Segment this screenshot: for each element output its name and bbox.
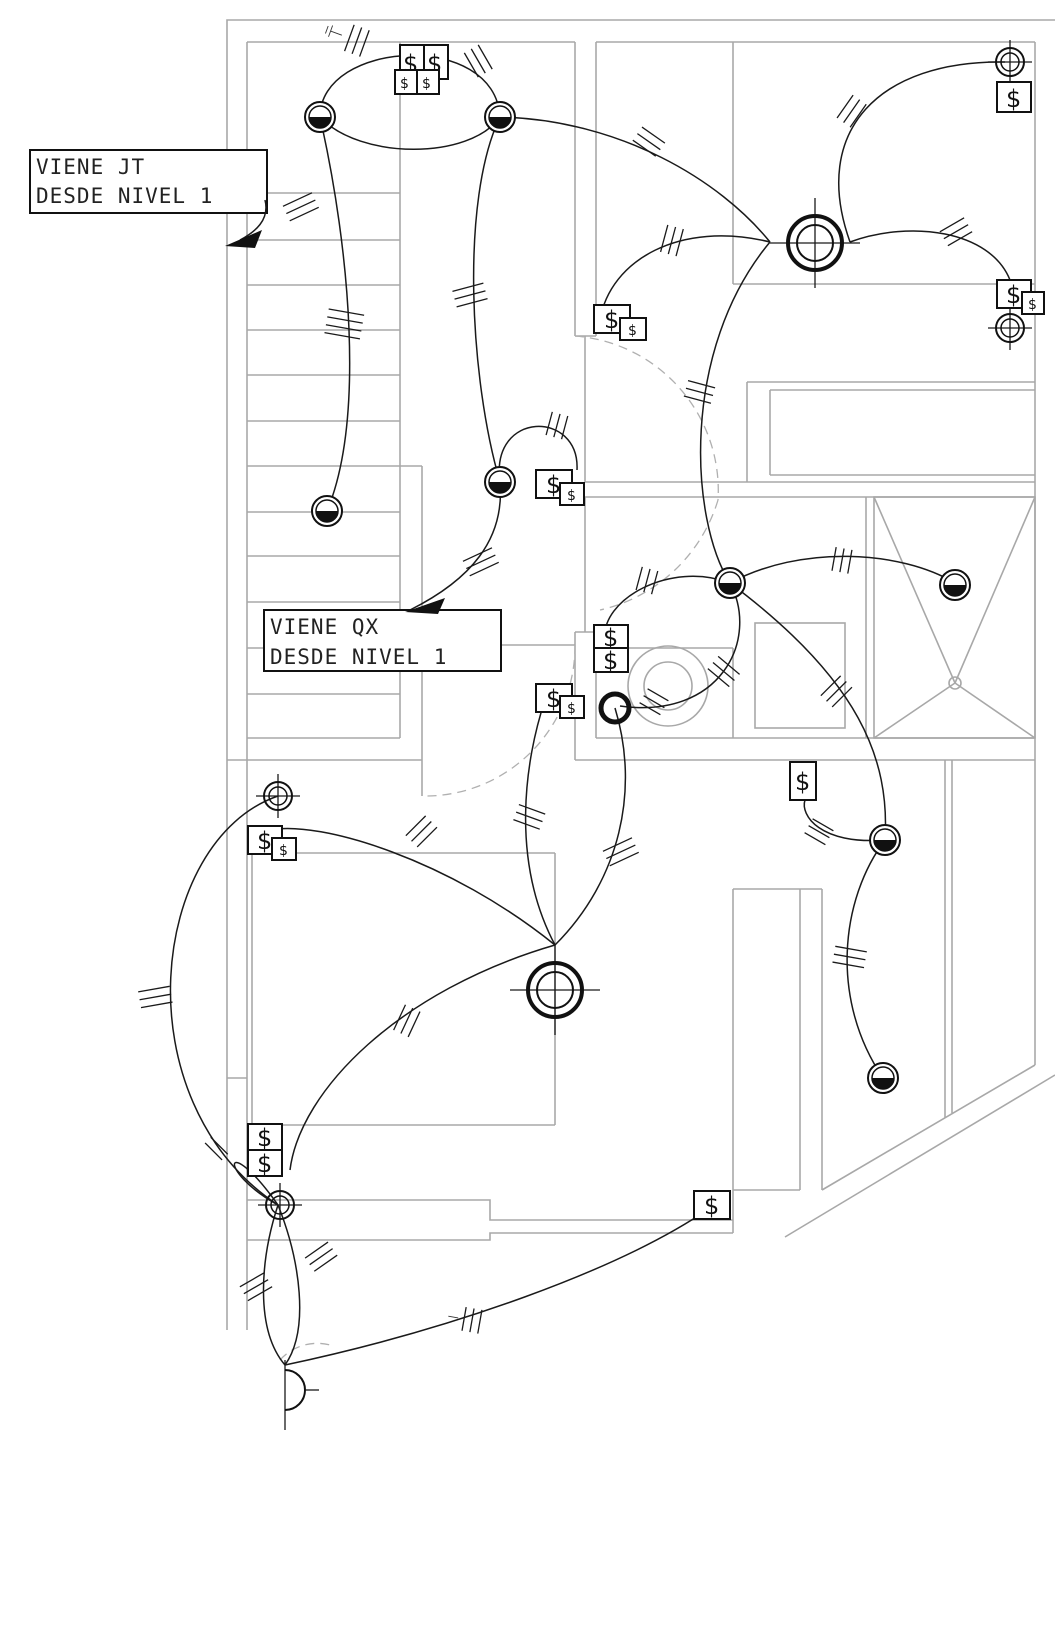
- svg-text:$: $: [1028, 297, 1037, 313]
- wall-light-icon: [484, 101, 516, 133]
- note-qx-line1: VIENE QX: [270, 615, 379, 639]
- note-viene-jt: VIENE JT DESDE NIVEL 1: [29, 149, 268, 248]
- switch-icon: $: [996, 81, 1032, 113]
- switch-icon: $: [693, 1190, 731, 1220]
- svg-text:$: $: [257, 1150, 272, 1178]
- wall-lights: [304, 101, 971, 1094]
- ceiling-light-icon: [770, 198, 860, 288]
- switch-icon: $: [593, 647, 629, 675]
- svg-text:$: $: [546, 685, 561, 713]
- svg-text:$: $: [257, 1124, 272, 1152]
- svg-text:$: $: [422, 76, 431, 92]
- switch-icon: $: [619, 317, 647, 341]
- switch-icon: $: [559, 695, 585, 719]
- outlet-icon: [256, 774, 300, 818]
- switch-icon: $: [247, 1149, 283, 1178]
- svg-text:$: $: [795, 768, 810, 796]
- wall-light-icon: [869, 824, 901, 856]
- svg-text:$: $: [257, 827, 272, 855]
- wall-light-icon: [304, 101, 336, 133]
- switches: $ $ $ $ $ $ $ $ $ $ $ $: [247, 44, 1045, 1220]
- switch-icon: $: [247, 1123, 283, 1152]
- svg-text:$: $: [603, 647, 618, 675]
- note-jt-line2: DESDE NIVEL 1: [36, 184, 213, 208]
- doorbell-icon: [284, 1360, 319, 1430]
- ceiling-light-icon: [510, 945, 600, 1035]
- wall-light-icon: [311, 495, 343, 527]
- note-jt-line1: VIENE JT: [36, 155, 145, 179]
- switch-icon: $: [593, 624, 629, 652]
- switch-icon: $: [559, 482, 585, 506]
- svg-text:$: $: [567, 488, 576, 504]
- outlet-icon: [258, 1183, 302, 1227]
- walls: [226, 19, 1055, 1330]
- svg-text:$: $: [400, 76, 409, 92]
- svg-text:$: $: [604, 306, 619, 334]
- note-viene-qx: VIENE QX DESDE NIVEL 1: [263, 598, 502, 672]
- svg-text:$: $: [1006, 85, 1021, 113]
- svg-text:$: $: [279, 843, 288, 859]
- exhaust-fan-icon: [598, 691, 632, 725]
- wall-light-icon: [867, 1062, 899, 1094]
- outlets: [256, 40, 1032, 1227]
- note-qx-line2: DESDE NIVEL 1: [270, 645, 447, 669]
- door-swings: [279, 335, 719, 1361]
- outlet-icon: [988, 306, 1032, 350]
- ceiling-lights: [510, 198, 860, 1035]
- svg-text:$: $: [704, 1192, 719, 1220]
- conduit-ticks: [138, 24, 973, 1334]
- switch-icon: $: [394, 69, 418, 95]
- arrow-icon: [405, 598, 445, 614]
- switch-icon: $: [416, 69, 440, 95]
- svg-text:$: $: [628, 323, 637, 339]
- svg-text:$: $: [546, 471, 561, 499]
- wiring: [169, 54, 1011, 1366]
- svg-text:$: $: [567, 701, 576, 717]
- wall-light-icon: [484, 466, 516, 498]
- outlet-icon: [988, 40, 1032, 84]
- svg-text:$: $: [1006, 281, 1021, 309]
- switch-icon: $: [271, 837, 297, 861]
- arrow-icon: [225, 230, 262, 248]
- svg-text:$: $: [603, 624, 618, 652]
- switch-icon: $: [1021, 291, 1045, 315]
- switch-icon: $: [789, 761, 817, 801]
- wall-light-icon: [939, 569, 971, 601]
- wall-light-icon: [714, 567, 746, 599]
